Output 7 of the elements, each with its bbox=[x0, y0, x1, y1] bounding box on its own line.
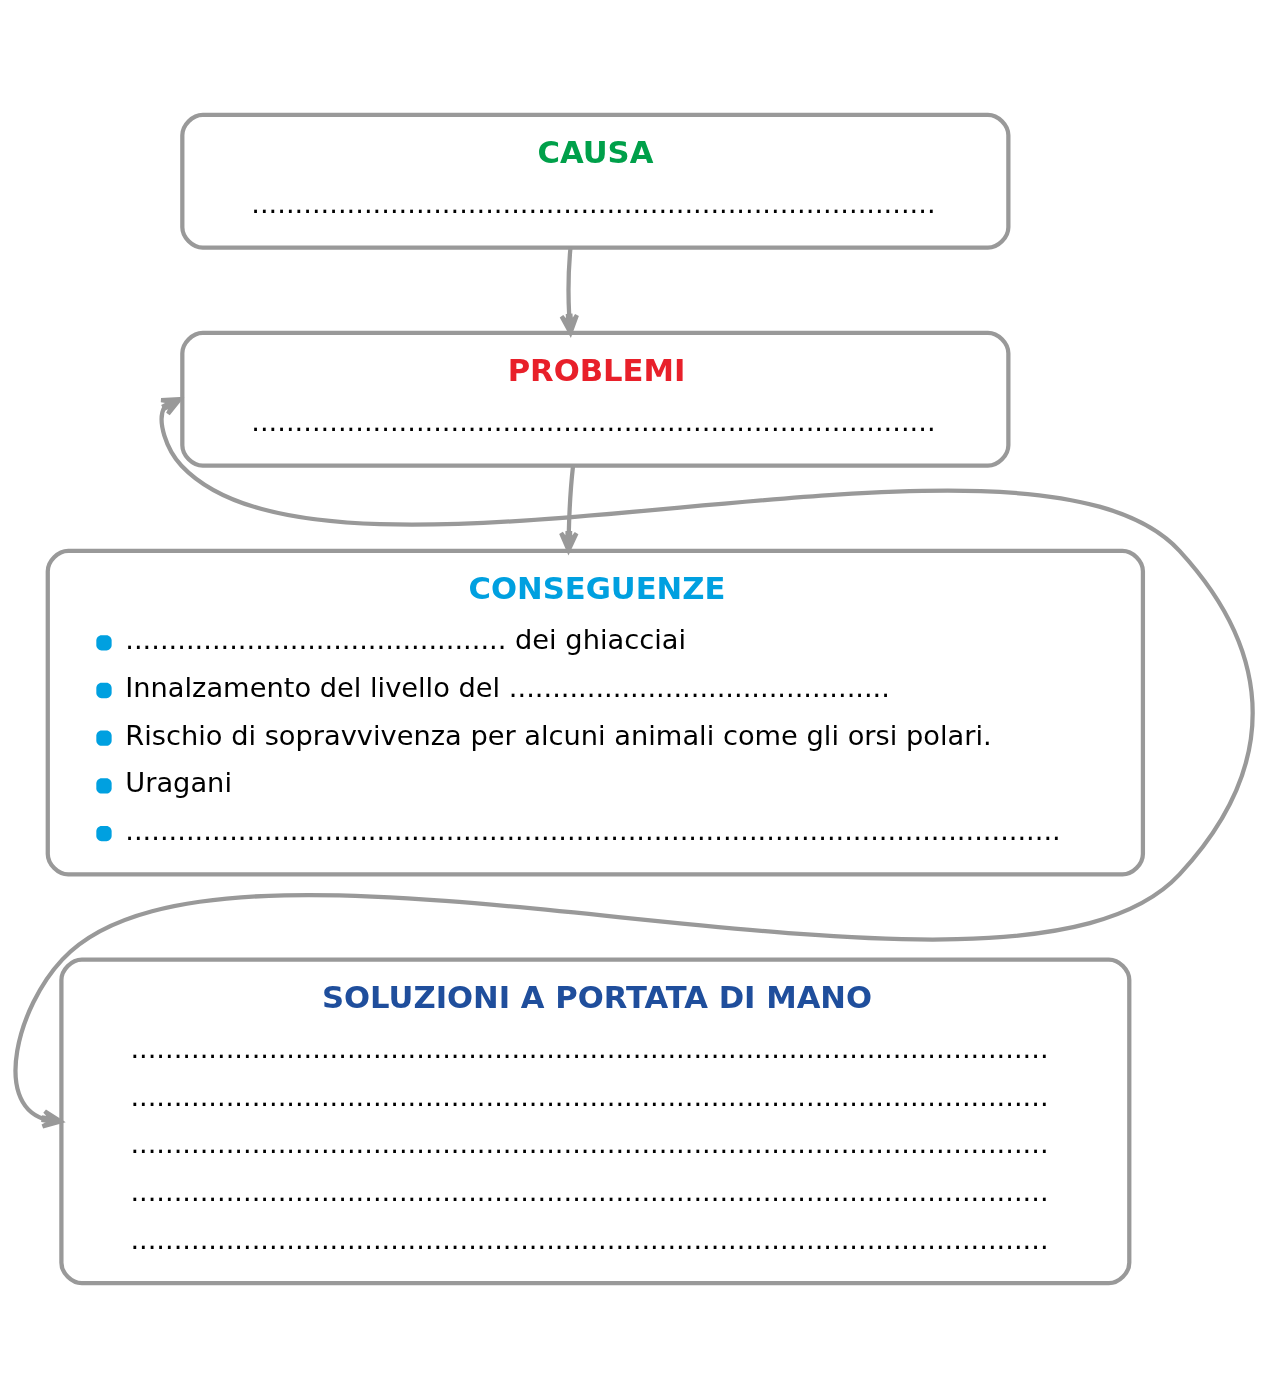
node-box: CAUSA ............................................................................... bbox=[180, 112, 1011, 250]
arrow bbox=[559, 247, 579, 335]
node-box: SOLUZIONI A PORTATA DI MANO .......................................................................................................... .......................................................................................................... .......................................................................................................... .......................................................................................................... .......................................................................................................... bbox=[59, 957, 1132, 1286]
arrow bbox=[559, 465, 579, 553]
arrow bbox=[13, 397, 1254, 1129]
node-box: PROBLEMI ............................................................................... bbox=[180, 330, 1011, 468]
node-box: CONSEGUENZE ............................................ dei ghiacciai Innalzamento del livello del ............................................ Rischio di sopravvivenza per alcuni animali come gli orsi polari. Uragani ............................................................................................................ bbox=[45, 548, 1146, 877]
